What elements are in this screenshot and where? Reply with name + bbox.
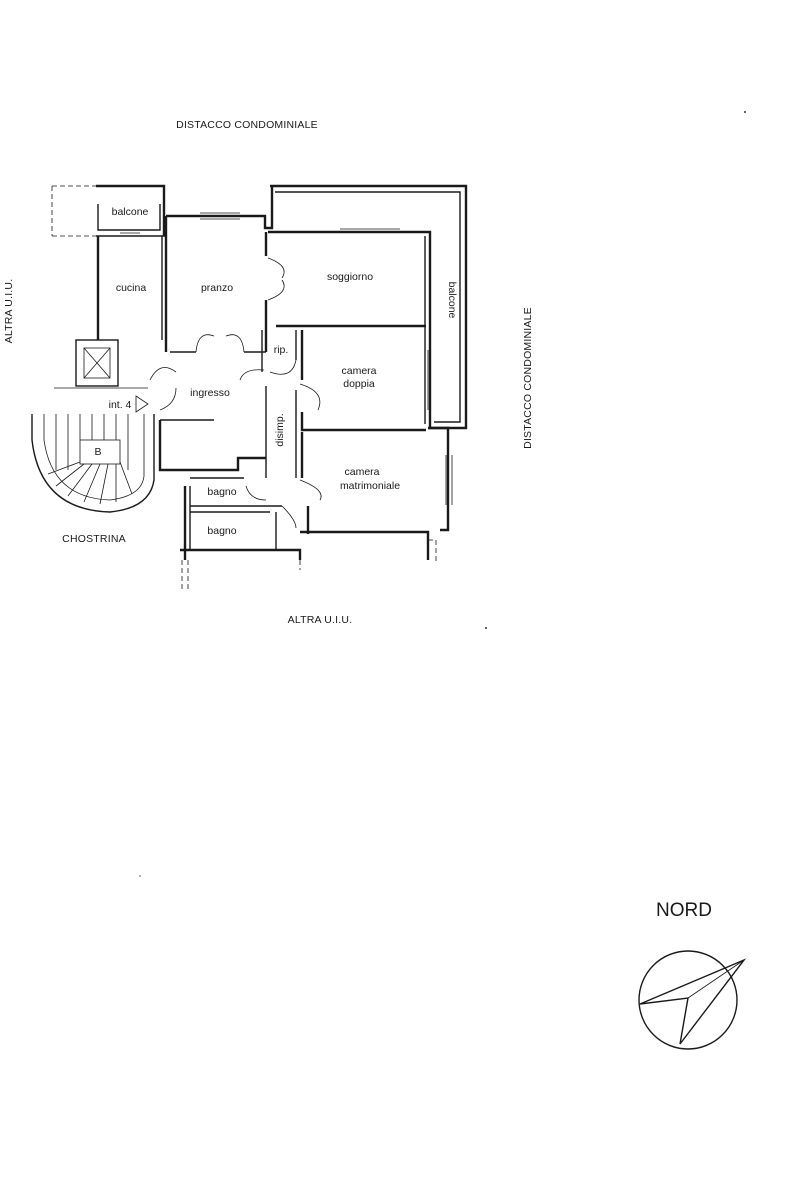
windows [120,212,453,505]
room-label-camera-matrimoniale-line1: camera [344,466,379,478]
outer-walls [96,184,468,560]
room-label-soggiorno: soggiorno [327,271,373,283]
room-label-pranzo: pranzo [201,282,233,294]
room-label-bagno-2: bagno [207,525,236,537]
neighbour-outlines [51,185,437,590]
room-label-camera-matrimoniale-line2: matrimoniale [340,480,400,492]
room-label-disimpegno: disimp. [274,413,286,446]
room-label-ingresso: ingresso [190,387,230,399]
room-label-camera-doppia-line2: doppia [343,378,375,390]
compass-icon: NORD [638,900,747,1050]
label-right-distacco: DISTACCO CONDOMINIALE [522,307,534,449]
doors [149,257,322,529]
room-label-bagno-1: bagno [207,486,236,498]
compass-label: NORD [656,900,712,921]
room-label-camera-doppia-line1: camera [341,365,376,377]
staircase-label: B [94,446,101,458]
label-bottom-altra-uiu: ALTRA U.I.U. [288,614,353,626]
label-top-distacco: DISTACCO CONDOMINIALE [176,119,318,131]
apartment-number: int. 4 [109,399,132,411]
scan-specks [139,111,746,877]
label-chostrina: CHOSTRINA [62,533,126,545]
room-label-rip: rip. [274,344,289,356]
interior-walls [97,204,426,550]
room-label-balcone-top: balcone [112,206,149,218]
lift-shaft [54,339,148,389]
staircase [31,395,155,513]
perimeter-labels: DISTACCO CONDOMINIALE DISTACCO CONDOMINI… [3,119,534,626]
room-label-balcone-right: balcone [446,282,458,319]
room-label-cucina: cucina [116,282,147,294]
label-left-altra-uiu: ALTRA U.I.U. [3,279,15,344]
room-labels: balcone cucina pranzo soggiorno balcone … [94,206,458,537]
